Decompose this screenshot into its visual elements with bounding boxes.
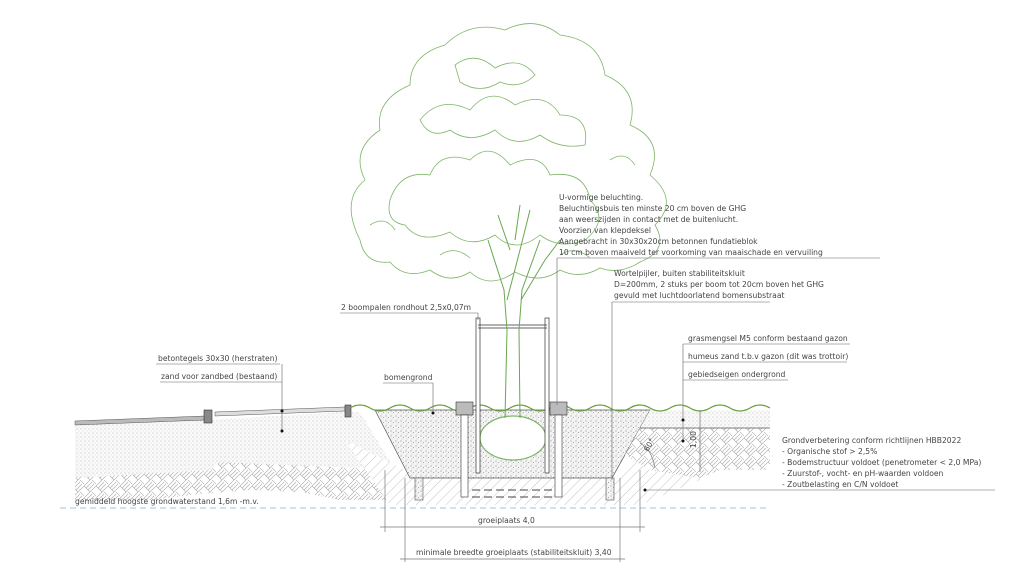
native-subsoil-label: gebiedseigen ondergrond <box>688 370 786 379</box>
svg-text:Aangebracht in 30x30x20cm bet: Aangebracht in 30x30x20cm betonnen funda… <box>559 237 758 246</box>
concrete-tiles-label: betontegels 30x30 (herstraten) <box>158 354 278 363</box>
root-ball <box>479 415 547 461</box>
svg-text:gevuld met luchtdoorlatend bom: gevuld met luchtdoorlatend bomensubstraa… <box>614 291 784 300</box>
groundwater-label: gemiddeld hoogste grondwaterstand 1,6m -… <box>75 497 259 506</box>
svg-text:- Organische stof > 2,5%: - Organische stof > 2,5% <box>782 447 877 456</box>
growth-area-dimension: groeiplaats 4,0 <box>478 516 535 525</box>
sand-bed-label: zand voor zandbed (bestaand) <box>161 372 277 381</box>
concrete-tiles <box>74 404 352 426</box>
native-subsoil-right <box>625 428 770 478</box>
aeration-pipes <box>455 401 568 498</box>
svg-text:- Zuurstof-, vocht- en pH-waar: - Zuurstof-, vocht- en pH-waarden voldoe… <box>782 469 944 478</box>
svg-text:- Bodemstructuur voldoet (pene: - Bodemstructuur voldoet (penetrometer <… <box>782 458 981 467</box>
svg-text:D=200mm, 2 stuks per boom tot: D=200mm, 2 stuks per boom tot 20cm boven… <box>614 280 824 289</box>
depth-dimension: 1,00 <box>689 431 698 448</box>
humus-sand-right <box>640 410 770 428</box>
svg-text:aan weerszijden in contact met: aan weerszijden in contact met de buiten… <box>559 215 738 224</box>
native-subsoil-left <box>75 462 410 500</box>
aeration-label: U-vormige beluchting. Beluchtingsbuis te… <box>559 193 823 257</box>
grass-mix-label: grasmengsel M5 conform bestaand gazon <box>688 334 848 343</box>
tree-stakes-label: 2 boompalen rondhout 2,5x0,07m <box>341 303 471 312</box>
svg-text:10 cm boven maaiveld ter voork: 10 cm boven maaiveld ter voorkoming van … <box>559 248 823 257</box>
svg-text:Grondverbetering conform richt: Grondverbetering conform richtlijnen HBB… <box>782 436 961 445</box>
svg-text:Wortelpijler, buiten stabilite: Wortelpijler, buiten stabiliteitskluit <box>614 269 745 278</box>
min-width-dimension: minimale breedte groeiplaats (stabilitei… <box>416 548 612 557</box>
tree-trunk <box>487 204 561 419</box>
humus-sand-label: humeus zand t.b.v gazon (dit was trottoi… <box>688 352 848 361</box>
svg-text:U-vormige beluchting.: U-vormige beluchting. <box>559 193 643 202</box>
root-pillar-label: Wortelpijler, buiten stabiliteitskluit D… <box>614 269 824 300</box>
tree-soil-label: bomengrond <box>384 373 433 382</box>
tree-canopy <box>350 23 667 282</box>
sand-bed-left <box>75 412 395 478</box>
soil-improvement-label: Grondverbetering conform richtlijnen HBB… <box>782 436 981 489</box>
svg-text:Voorzien van klepdeksel: Voorzien van klepdeksel <box>559 226 651 235</box>
svg-text:Beluchtingsbuis ten minste 20: Beluchtingsbuis ten minste 20 cm boven d… <box>559 204 746 213</box>
svg-text:- Zoutbelasting en C/N voldoet: - Zoutbelasting en C/N voldoet <box>782 480 898 489</box>
